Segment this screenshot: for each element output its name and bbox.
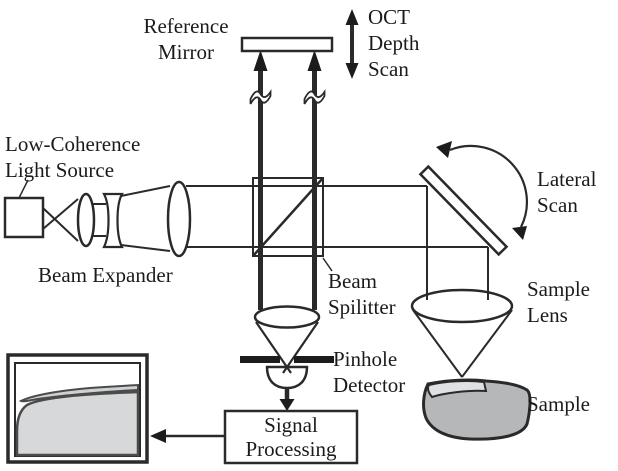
pinhole-aperture [240,356,334,363]
beam-break-symbol [249,89,272,105]
light-source-box [3,179,45,239]
processing-to-display-arrow [150,429,224,443]
signal-processing-box [223,409,359,465]
sample-lens-shape [410,288,514,324]
oct-depth-scan-label: OCT Depth Scan [368,5,420,81]
beam-splitter-label: Beam Spilitter [328,269,396,319]
oct-image-tissue [15,390,140,457]
depth-scan-arrow [345,9,359,79]
fingernail [427,380,488,399]
signal-processing-label: Signal Processing [245,413,337,461]
beam-expander-assembly [42,180,192,258]
detector-to-processing-arrow [279,387,295,411]
expander-concave-lens [102,192,124,249]
beam-break-symbol [303,89,326,105]
lateral-scan-mirror [418,164,509,257]
beam-splitter [252,177,333,272]
light-source-pointer-line [18,179,29,199]
detector-focus-cone [255,321,319,374]
sample-label: Sample [527,392,590,416]
light-source-label: Low-Coherence Light Source [5,132,141,182]
sample-lens-label: Sample Lens [527,277,590,327]
expander-convex-lens [76,192,96,248]
beam-expander-label: Beam Expander [38,263,173,287]
reference-beam [249,50,326,310]
sample-focus-cone [412,309,513,378]
oct-image-flap-layer [18,383,139,403]
expander-output-lens [166,180,192,258]
up-arrowhead [253,50,268,71]
up-arrowhead [307,50,322,71]
lateral-scan-label: Lateral Scan [537,167,597,217]
pinhole-detector-label: Pinhole Detector [333,347,406,397]
sample-fingertip [422,378,532,441]
reference-mirror-bar [240,36,334,53]
lateral-scan-arrow [436,141,528,240]
beam-splitter-pointer-line [322,257,333,272]
detector-lens [253,305,321,329]
oct-image-display [6,353,149,464]
detector-dome [265,365,309,390]
reference-mirror-label: Reference Mirror [143,14,229,64]
collimated-beam-lines [186,185,489,300]
